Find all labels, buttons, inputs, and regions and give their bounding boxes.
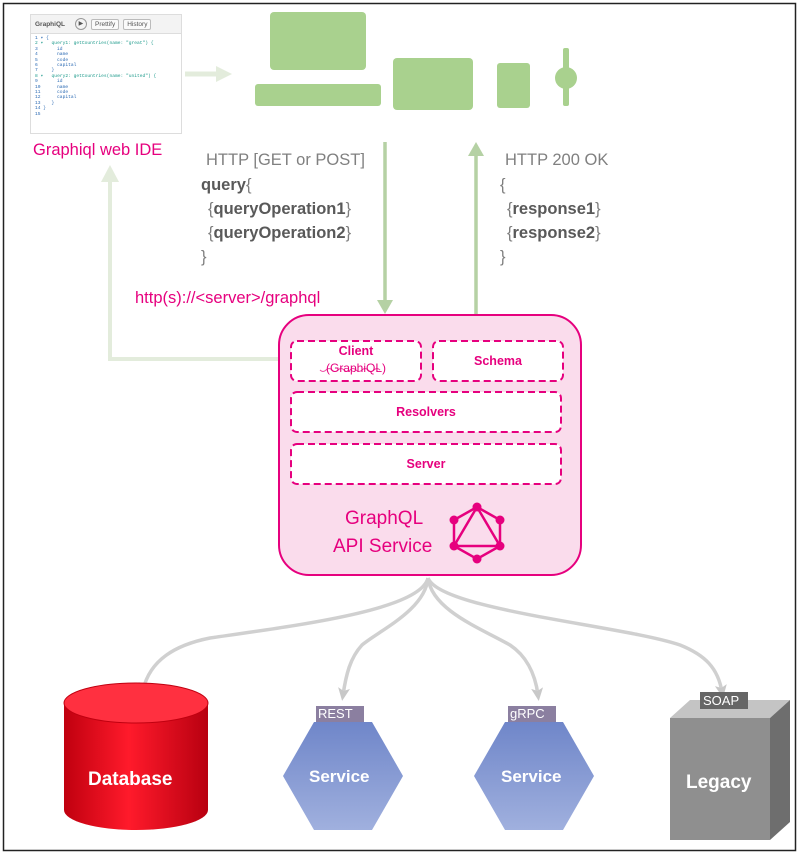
server-box: [290, 443, 562, 485]
service-name-line1: GraphQL: [345, 508, 424, 529]
service-name-line2: API Service: [333, 536, 433, 557]
response-block: { {response1} {response2} }: [500, 176, 601, 266]
connector-grpc: [426, 577, 544, 701]
client-label: Client: [338, 344, 374, 358]
legacy-label: Legacy: [686, 772, 752, 793]
endpoint-url: http(s)://<server>/graphql: [135, 289, 321, 307]
backend-connectors: [138, 577, 727, 701]
ide-title: GraphiQL: [35, 20, 65, 28]
client-devices-icon: [255, 12, 577, 110]
connector-database: [138, 577, 430, 696]
response-open-brace: {: [500, 176, 506, 194]
resolvers-box: [290, 391, 562, 433]
database-label: Database: [88, 769, 173, 790]
database-icon: [63, 682, 209, 830]
rest-tag: REST: [318, 706, 353, 721]
ide-caption: Graphiql web IDE: [33, 141, 163, 159]
request-method: HTTP [GET or POST]: [206, 151, 365, 169]
query-open-brace: {: [245, 176, 252, 194]
server-label: Server: [406, 457, 446, 471]
grpc-service-hexagon: [474, 706, 594, 830]
grpc-tag: gRPC: [510, 706, 545, 721]
response-r2: response2: [512, 224, 596, 242]
request-query-block: query{ {queryOperation1} {queryOperation…: [201, 176, 352, 266]
schema-label: Schema: [474, 354, 522, 368]
query-keyword: query: [201, 176, 246, 194]
rest-service-hexagon: [283, 706, 403, 830]
history-button: History: [123, 18, 152, 30]
soap-tag: SOAP: [703, 693, 740, 708]
query-op2: queryOperation2: [213, 224, 346, 242]
response-r1: response1: [512, 200, 596, 218]
query-op1: queryOperation1: [213, 200, 346, 218]
resolvers-label: Resolvers: [396, 405, 456, 419]
response-close-brace: }: [500, 248, 506, 266]
connector-rest: [338, 577, 430, 701]
query-close-brace: }: [201, 248, 207, 266]
legacy-box-icon: [670, 692, 790, 840]
rest-service-label: Service: [309, 767, 370, 786]
graphql-logo-icon: [449, 502, 505, 564]
prettify-button: Prettify: [90, 18, 120, 30]
response-status: HTTP 200 OK: [505, 151, 609, 169]
run-icon: ▶: [74, 18, 87, 30]
schema-box: [432, 340, 564, 382]
ide-toolbar: GraphiQL ▶ Prettify History: [31, 15, 181, 34]
client-sublabel: (GraphiQL): [325, 361, 387, 375]
service-to-ide-arrow: [108, 180, 280, 361]
grpc-service-label: Service: [501, 767, 562, 786]
ide-code: 1 ▾ { 2 ▾ query1: getCountries(name: "gr…: [35, 36, 157, 117]
connector-soap: [426, 577, 727, 698]
graphiql-ide-thumbnail: GraphiQL ▶ Prettify History 1 ▾ { 2 ▾ qu…: [30, 14, 182, 134]
